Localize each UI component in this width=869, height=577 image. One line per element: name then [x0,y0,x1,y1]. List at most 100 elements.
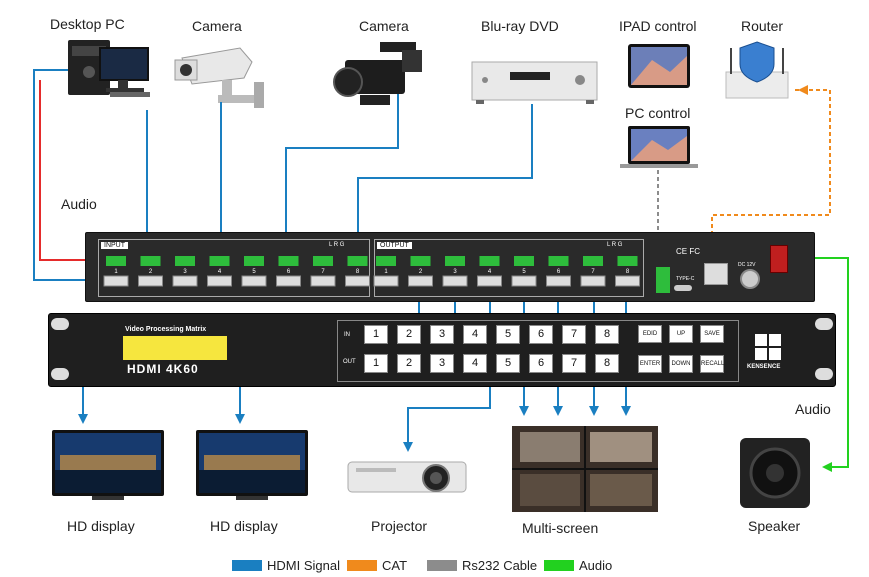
laptop-icon [620,126,698,168]
projector-label: Projector [371,518,428,534]
camera-1-label: Camera [192,18,242,34]
legend-item-rs232: Rs232 Cable [427,558,537,573]
input-port-2[interactable]: 2 [138,256,163,287]
out-button-1[interactable]: 1 [364,354,388,373]
out-row-label: OUT [343,359,356,365]
out-button-2[interactable]: 2 [397,354,421,373]
output-label: OUTPUT [377,242,412,249]
in-button-3[interactable]: 3 [430,325,454,344]
input-port-5[interactable]: 5 [241,256,267,287]
input-port-3[interactable]: 3 [172,256,198,287]
in-button-1[interactable]: 1 [364,325,388,344]
out-button-4[interactable]: 4 [463,354,487,373]
legend-label: HDMI Signal [267,558,340,573]
input-port-6[interactable]: 6 [276,256,301,287]
output-port-5[interactable]: 5 [511,256,537,287]
brand-logo-icon [755,334,783,362]
input-port-1[interactable]: 1 [103,256,129,287]
hdmi-line-bluray [357,104,533,275]
out-button-5[interactable]: 5 [496,354,520,373]
front-subtitle: Video Processing Matrix [125,326,207,333]
output-port-6[interactable]: 6 [546,256,571,287]
down-button[interactable]: DOWN [669,355,693,373]
button-panel [337,320,739,382]
router-label: Router [741,18,784,34]
matrix-back-panel: INPUT L R G OUTPUT L R G CE FC TYPE-C DC… [85,232,815,302]
legend-swatch [544,560,574,571]
rj45-port[interactable] [704,263,728,285]
output-lrg-label: L R G [607,242,623,248]
output-port-2[interactable]: 2 [408,256,433,287]
projector-icon [347,461,467,493]
hd-display-2-icon [196,430,308,500]
in-button-4[interactable]: 4 [463,325,487,344]
output-port-number: 6 [557,269,561,275]
output-port-number: 2 [419,269,423,275]
rack-ear-hole [51,318,69,330]
output-section: OUTPUT L R G [374,239,644,297]
rs232-terminal[interactable] [656,267,670,293]
hd-display-2-label: HD display [210,518,278,534]
output-port-3[interactable]: 3 [442,256,468,287]
in-button-8[interactable]: 8 [595,325,619,344]
legend-swatch [427,560,457,571]
out-button-7[interactable]: 7 [562,354,586,373]
legend-item-hdmi: HDMI Signal [232,558,340,573]
output-port-7[interactable]: 7 [580,256,606,287]
in-button-6[interactable]: 6 [529,325,553,344]
in-row-label: IN [344,332,350,338]
dc-label: DC 12V [738,262,756,268]
router-icon [725,41,789,99]
save-button[interactable]: SAVE [700,325,724,343]
typec-port[interactable] [674,285,692,291]
input-port-number: 5 [252,269,256,275]
rack-ear-hole [815,368,833,380]
input-label: INPUT [101,242,128,249]
input-port-number: 6 [287,269,291,275]
up-button[interactable]: UP [669,325,693,343]
input-port-number: 2 [149,269,153,275]
legend-label: Audio [579,558,613,573]
input-port-8[interactable]: 8 [345,256,370,287]
hd-display-1-icon [52,430,164,500]
out-button-8[interactable]: 8 [595,354,619,373]
legend-item-audio: Audio [544,558,612,573]
input-port-7[interactable]: 7 [310,256,336,287]
output-port-1[interactable]: 1 [373,256,399,287]
desktop-pc-label: Desktop PC [50,16,125,32]
multiscreen-icon [512,426,658,512]
output-port-4[interactable]: 4 [477,256,502,287]
legend-label: Rs232 Cable [462,558,538,573]
out-button-3[interactable]: 3 [430,354,454,373]
output-port-8[interactable]: 8 [615,256,640,287]
output-port-number: 4 [488,269,492,275]
edid-button[interactable]: EDID [638,325,662,343]
enter-button[interactable]: ENTER [638,355,662,373]
bluray-player-icon [471,61,598,104]
camera-2-label: Camera [359,18,409,34]
in-button-5[interactable]: 5 [496,325,520,344]
legend-swatch [347,560,377,571]
lcd-display [123,336,227,360]
pc-control-label: PC control [625,105,691,121]
out-button-6[interactable]: 6 [529,354,553,373]
in-button-2[interactable]: 2 [397,325,421,344]
output-port-number: 5 [522,269,526,275]
desktop-pc-icon [68,40,150,97]
input-section: INPUT L R G [98,239,370,297]
audio-left-label: Audio [61,196,97,212]
security-camera-icon [174,47,264,108]
legend-item-cat: CAT [347,558,407,573]
ipad-control-label: IPAD control [619,18,697,34]
dc-jack[interactable] [740,269,760,289]
input-port-number: 1 [114,269,118,275]
in-button-7[interactable]: 7 [562,325,586,344]
power-switch[interactable] [770,245,788,273]
input-lrg-label: L R G [329,242,345,248]
input-port-4[interactable]: 4 [207,256,232,287]
bluray-label: Blu-ray DVD [481,18,559,34]
multiscreen-label: Multi-screen [522,520,599,536]
recall-button[interactable]: RECALL [700,355,724,373]
